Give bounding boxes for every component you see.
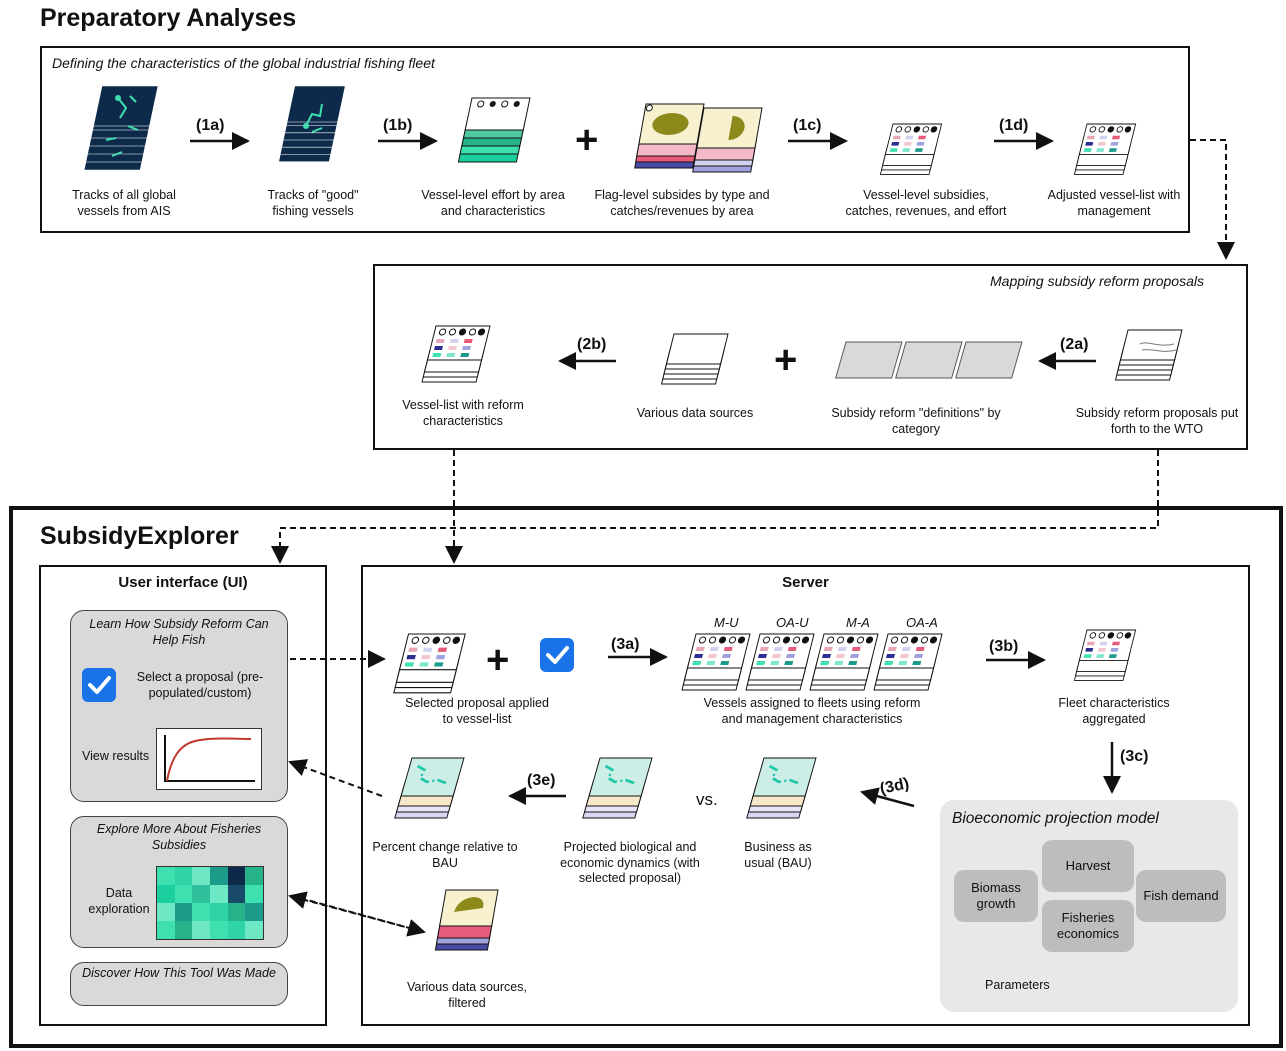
step-3b: (3b) (989, 638, 1019, 655)
section1-title: Defining the characteristics of the glob… (52, 55, 435, 71)
fleet-label-oaa: OA-A (906, 615, 938, 630)
step-2b: (2b) (577, 336, 607, 353)
fleet-label-oau: OA-U (776, 615, 809, 630)
data-exploration-label: Data exploration (88, 886, 150, 916)
step-1c: (1c) (793, 117, 822, 134)
caption-projected: Projected biological and economic dynami… (560, 840, 700, 886)
discover-label[interactable]: Discover How This Tool Was Made (82, 966, 276, 980)
section2-title: Mapping subsidy reform proposals (990, 273, 1204, 289)
caption-filtered: Various data sources, filtered (407, 980, 527, 1010)
caption-reform-list: Vessel-list with reform characteristics (402, 398, 524, 428)
explorer-title: SubsidyExplorer (40, 522, 239, 550)
caption-percent-change: Percent change relative to BAU (372, 840, 518, 870)
economics-node: Fisheries economics (1042, 900, 1134, 952)
plus-sign-2: + (774, 338, 798, 382)
model-title: Bioeconomic projection model (952, 810, 1159, 827)
caption-tracks-good: Tracks of "good" fishing vessels (267, 188, 359, 218)
caption-assigned: Vessels assigned to fleets using reform … (703, 696, 921, 726)
caption-aggregated: Fleet characteristics aggregated (1058, 696, 1170, 726)
caption-data-sources: Various data sources (636, 406, 754, 420)
explore-title: Explore More About Fisheries Subsidies (96, 822, 262, 852)
fleet-label-ma: M-A (846, 615, 870, 630)
section1-box (40, 46, 1190, 233)
caption-flag-subsidies: Flag-level subsides by type and catches/… (594, 188, 770, 218)
discover-panel[interactable] (70, 962, 288, 1006)
harvest-node: Harvest (1042, 840, 1134, 892)
select-proposal-label: Select a proposal (pre-populated/custom) (136, 670, 264, 700)
parameters-label: Parameters (985, 978, 1050, 992)
demand-node: Fish demand (1136, 870, 1226, 922)
step-1b: (1b) (383, 117, 413, 134)
step-3c: (3c) (1120, 748, 1149, 765)
caption-adjusted-list: Adjusted vessel-list with management (1047, 188, 1181, 218)
caption-selected: Selected proposal applied to vessel-list (405, 696, 549, 726)
step-1a: (1a) (196, 117, 225, 134)
vs-label: vs. (696, 790, 718, 809)
learn-title: Learn How Subsidy Reform Can Help Fish (89, 617, 269, 647)
preparatory-title: Preparatory Analyses (40, 4, 297, 32)
caption-vessel-subsidies: Vessel-level subsidies, catches, revenue… (845, 188, 1007, 218)
plus-sign: + (575, 118, 599, 162)
section2-box (373, 264, 1248, 450)
caption-bau: Business as usual (BAU) (744, 840, 812, 870)
caption-proposals: Subsidy reform proposals put forth to th… (1075, 406, 1239, 436)
step-3e: (3e) (527, 772, 556, 789)
results-chart-icon[interactable] (156, 728, 262, 790)
checkbox-icon[interactable] (82, 668, 116, 702)
fleet-label-mu: M-U (714, 615, 739, 630)
heatmap-icon[interactable] (156, 866, 264, 940)
caption-effort: Vessel-level effort by area and characte… (421, 188, 565, 218)
step-3a: (3a) (611, 636, 640, 653)
view-results-label: View results (82, 749, 150, 763)
biomass-node: Biomass growth (954, 870, 1038, 922)
step-2a: (2a) (1060, 336, 1089, 353)
plus-sign-3: + (486, 638, 510, 682)
step-1d: (1d) (999, 117, 1029, 134)
caption-definitions: Subsidy reform "definitions" by category (831, 406, 1001, 436)
caption-tracks-all: Tracks of all global vessels from AIS (72, 188, 176, 218)
ui-title: User interface (UI) (118, 574, 248, 591)
server-title: Server (782, 574, 829, 591)
